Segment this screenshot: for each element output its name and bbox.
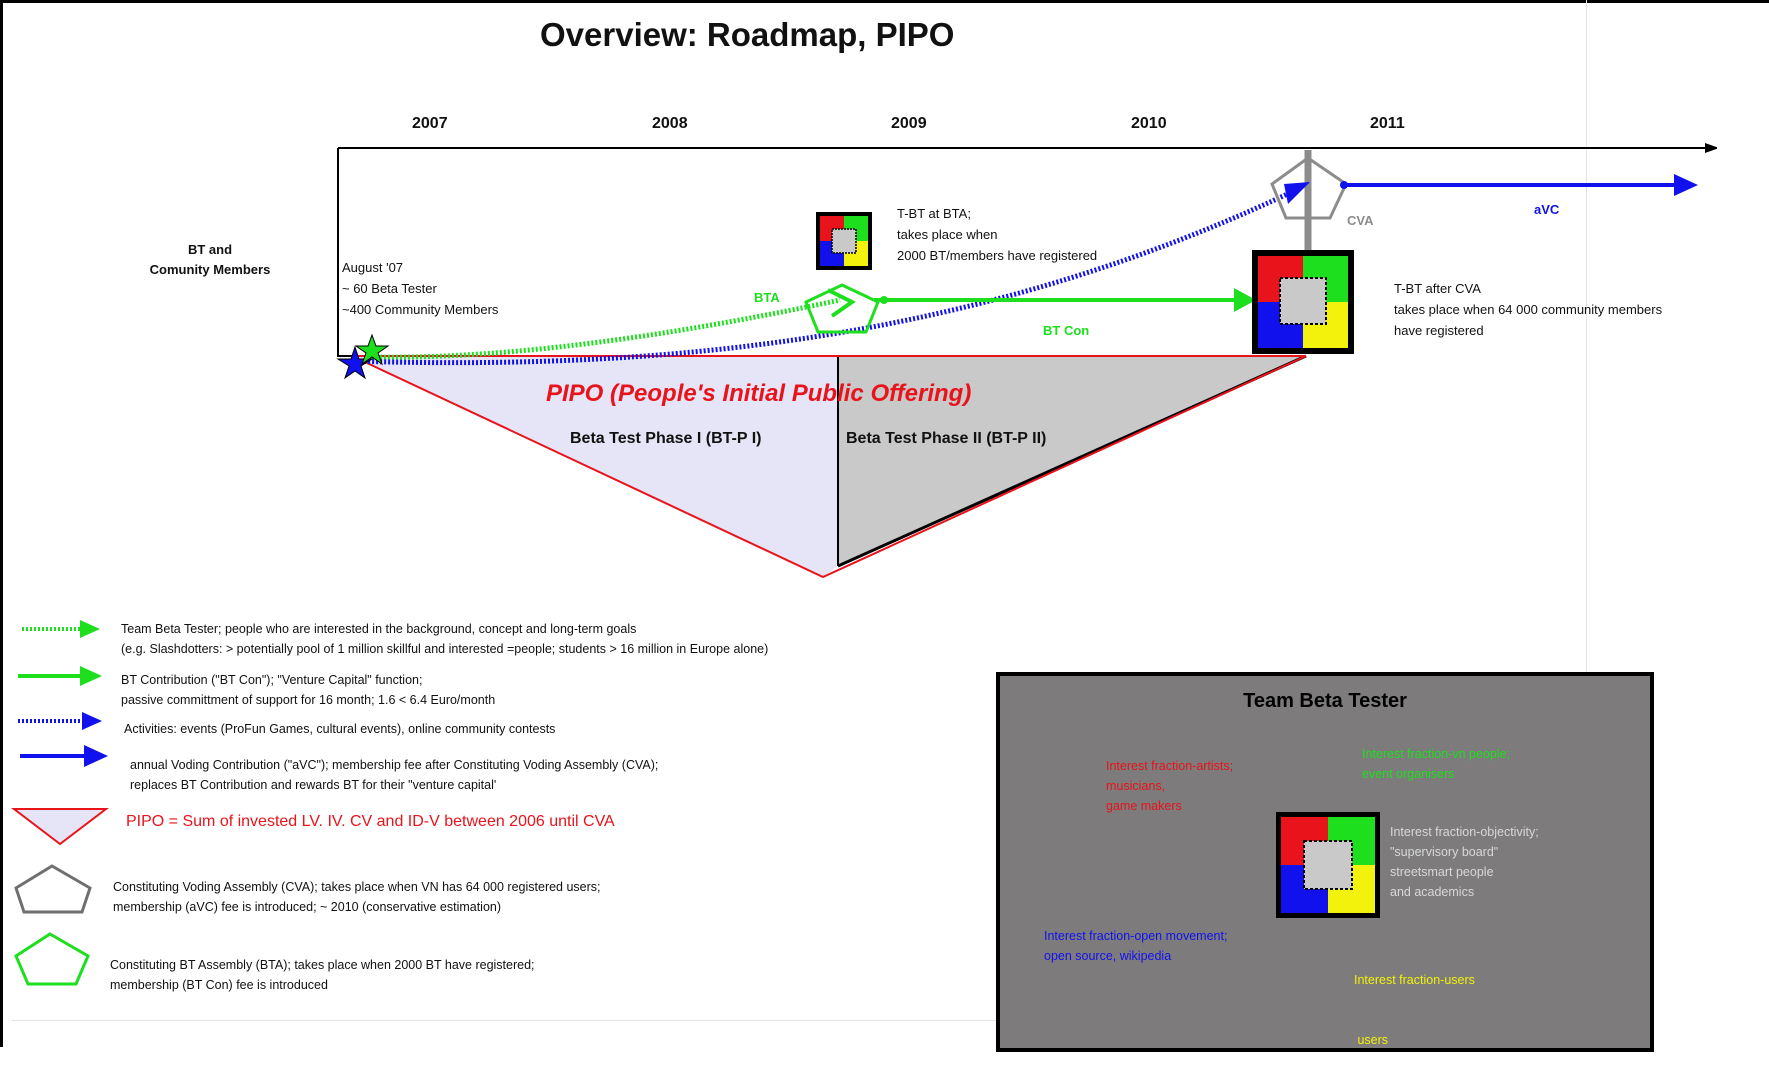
bt-con-arrowhead [1234, 288, 1256, 312]
legend-line: BT Contribution ("BT Con"); "Venture Cap… [121, 673, 423, 687]
green-arrowhead-icon [80, 666, 102, 686]
avc-label: aVC [1534, 202, 1560, 217]
legend-item: Team Beta Tester; people who are interes… [121, 619, 768, 659]
legend-item: BT Contribution ("BT Con"); "Venture Cap… [121, 670, 495, 710]
team-beta-tester-path [367, 297, 841, 360]
vn-logo-box-icon [1276, 812, 1380, 918]
green-star-icon [354, 333, 390, 366]
note-line: takes place when [897, 227, 998, 242]
fraction-line: and academics [1390, 885, 1475, 899]
note-line: ~ 60 Beta Tester [342, 281, 437, 296]
phase1-label: Beta Test Phase I (BT-P I) [570, 430, 762, 447]
blue-dotted-arrowhead [1284, 182, 1310, 204]
legend-item: PIPO = Sum of invested LV. IV. CV and ID… [126, 813, 615, 831]
left-label-line: BT and [187, 242, 233, 257]
legend-icons [11, 620, 109, 986]
fraction-line: users [1354, 1033, 1389, 1047]
legend-line: Activities: events (ProFun Games, cultur… [124, 722, 556, 736]
red-triangle-icon [11, 808, 109, 846]
cva-label: CVA [1347, 213, 1374, 228]
bta-pentagon [804, 283, 880, 334]
fraction-vn: Interest fraction-vn people; event organ… [1362, 744, 1510, 784]
fraction-objectivity: Interest fraction-objectivity; "supervis… [1390, 822, 1539, 902]
team-box-title: Team Beta Tester [1243, 690, 1407, 712]
blue-dotted-arrowhead-icon [82, 712, 102, 730]
note-line: takes place when 64 000 community member… [1394, 302, 1663, 317]
legend-line: membership (BT Con) fee is introduced [110, 978, 328, 992]
phase2-label: Beta Test Phase II (BT-P II) [846, 430, 1047, 447]
blue-arrowhead-icon [84, 745, 108, 767]
legend-item: Activities: events (ProFun Games, cultur… [124, 719, 555, 739]
fraction-line: "supervisory board" [1390, 845, 1499, 859]
avc-arrowhead [1674, 174, 1698, 196]
fraction-line: Interest fraction-users [1354, 973, 1475, 987]
legend-line: PIPO = Sum of invested LV. IV. CV and ID… [126, 813, 615, 830]
fraction-open: Interest fraction-open movement; open so… [1044, 926, 1227, 966]
fraction-line: musicians, [1106, 779, 1166, 793]
legend-item: Constituting BT Assembly (BTA); takes pl… [110, 955, 535, 995]
grey-pentagon-icon [14, 864, 92, 914]
avc-start-dot [1340, 181, 1348, 189]
pipo-title: PIPO (People's Initial Public Offering) [546, 380, 972, 407]
year-label: 2010 [1131, 115, 1167, 132]
vn-logo-small-icon [816, 212, 872, 270]
legend-line: replaces BT Contribution and rewards BT … [130, 778, 497, 792]
note-line: 2000 BT/members have registered [897, 248, 1098, 263]
fraction-line: Interest fraction-artists; [1106, 759, 1234, 773]
page-title: Overview: Roadmap, PIPO [540, 16, 955, 53]
legend-line: Team Beta Tester; people who are interes… [121, 622, 637, 636]
bt-con-start-dot [880, 296, 888, 304]
fraction-line: event organisers [1362, 767, 1455, 781]
fraction-line: Interest fraction-objectivity; [1390, 825, 1539, 839]
green-dotted-arrowhead [827, 288, 856, 318]
gridline [12, 1020, 996, 1021]
cva-pentagon [1270, 156, 1348, 220]
fraction-users: Interest fraction-users users [1354, 930, 1475, 1090]
note-line: ~400 Community Members [342, 302, 499, 317]
roadmap-diagram [11, 0, 1769, 986]
bt-community-label: BT and Comunity Members [130, 240, 290, 280]
legend-line: annual Voding Contribution ("aVC"); memb… [130, 758, 659, 772]
pipo-triangle [351, 355, 1307, 579]
team-beta-tester-box: Team Beta Tester Interest fraction-artis… [996, 672, 1654, 1052]
legend-item: annual Voding Contribution ("aVC"); memb… [130, 755, 658, 795]
gridline [1586, 0, 1587, 672]
phase1-region [352, 356, 838, 577]
green-pentagon-icon [14, 932, 90, 986]
legend-line: passive committment of support for 16 mo… [121, 693, 496, 707]
fraction-line: Interest fraction-open movement; [1044, 929, 1228, 943]
fraction-line: Interest fraction-vn people; [1362, 747, 1510, 761]
note-line: have registered [1394, 323, 1484, 338]
note-line: T-BT at BTA; [897, 206, 971, 221]
green-dotted-arrowhead-icon [80, 620, 100, 638]
fraction-line: open source, wikipedia [1044, 949, 1172, 963]
tbt-bta-note: T-BT at BTA; takes place when 2000 BT/me… [897, 203, 1097, 266]
tbt-cva-note: T-BT after CVA takes place when 64 000 c… [1394, 278, 1662, 341]
fraction-line: game makers [1106, 799, 1182, 813]
year-label: 2009 [891, 115, 927, 132]
legend-line: membership (aVC) fee is introduced; ~ 20… [113, 900, 502, 914]
year-label: 2011 [1370, 115, 1405, 132]
year-label: 2007 [412, 115, 448, 132]
page-frame [0, 0, 1769, 1047]
legend-item: Constituting Voding Assembly (CVA); take… [113, 877, 601, 917]
fraction-line: streetsmart people [1390, 865, 1494, 879]
legend-line: Constituting BT Assembly (BTA); takes pl… [110, 958, 535, 972]
note-line: August '07 [342, 260, 404, 275]
vn-logo-large-icon [1252, 250, 1354, 354]
bta-label: BTA [754, 290, 780, 305]
year-label: 2008 [652, 115, 688, 132]
legend-line: Constituting Voding Assembly (CVA); take… [113, 880, 601, 894]
left-label-line: Comunity Members [149, 262, 271, 277]
start-note: August '07 ~ 60 Beta Tester ~400 Communi… [342, 257, 498, 320]
bt-con-label: BT Con [1043, 323, 1090, 338]
fraction-artists: Interest fraction-artists; musicians, ga… [1106, 756, 1233, 816]
legend-line: (e.g. Slashdotters: > potentially pool o… [121, 642, 769, 656]
note-line: T-BT after CVA [1394, 281, 1481, 296]
